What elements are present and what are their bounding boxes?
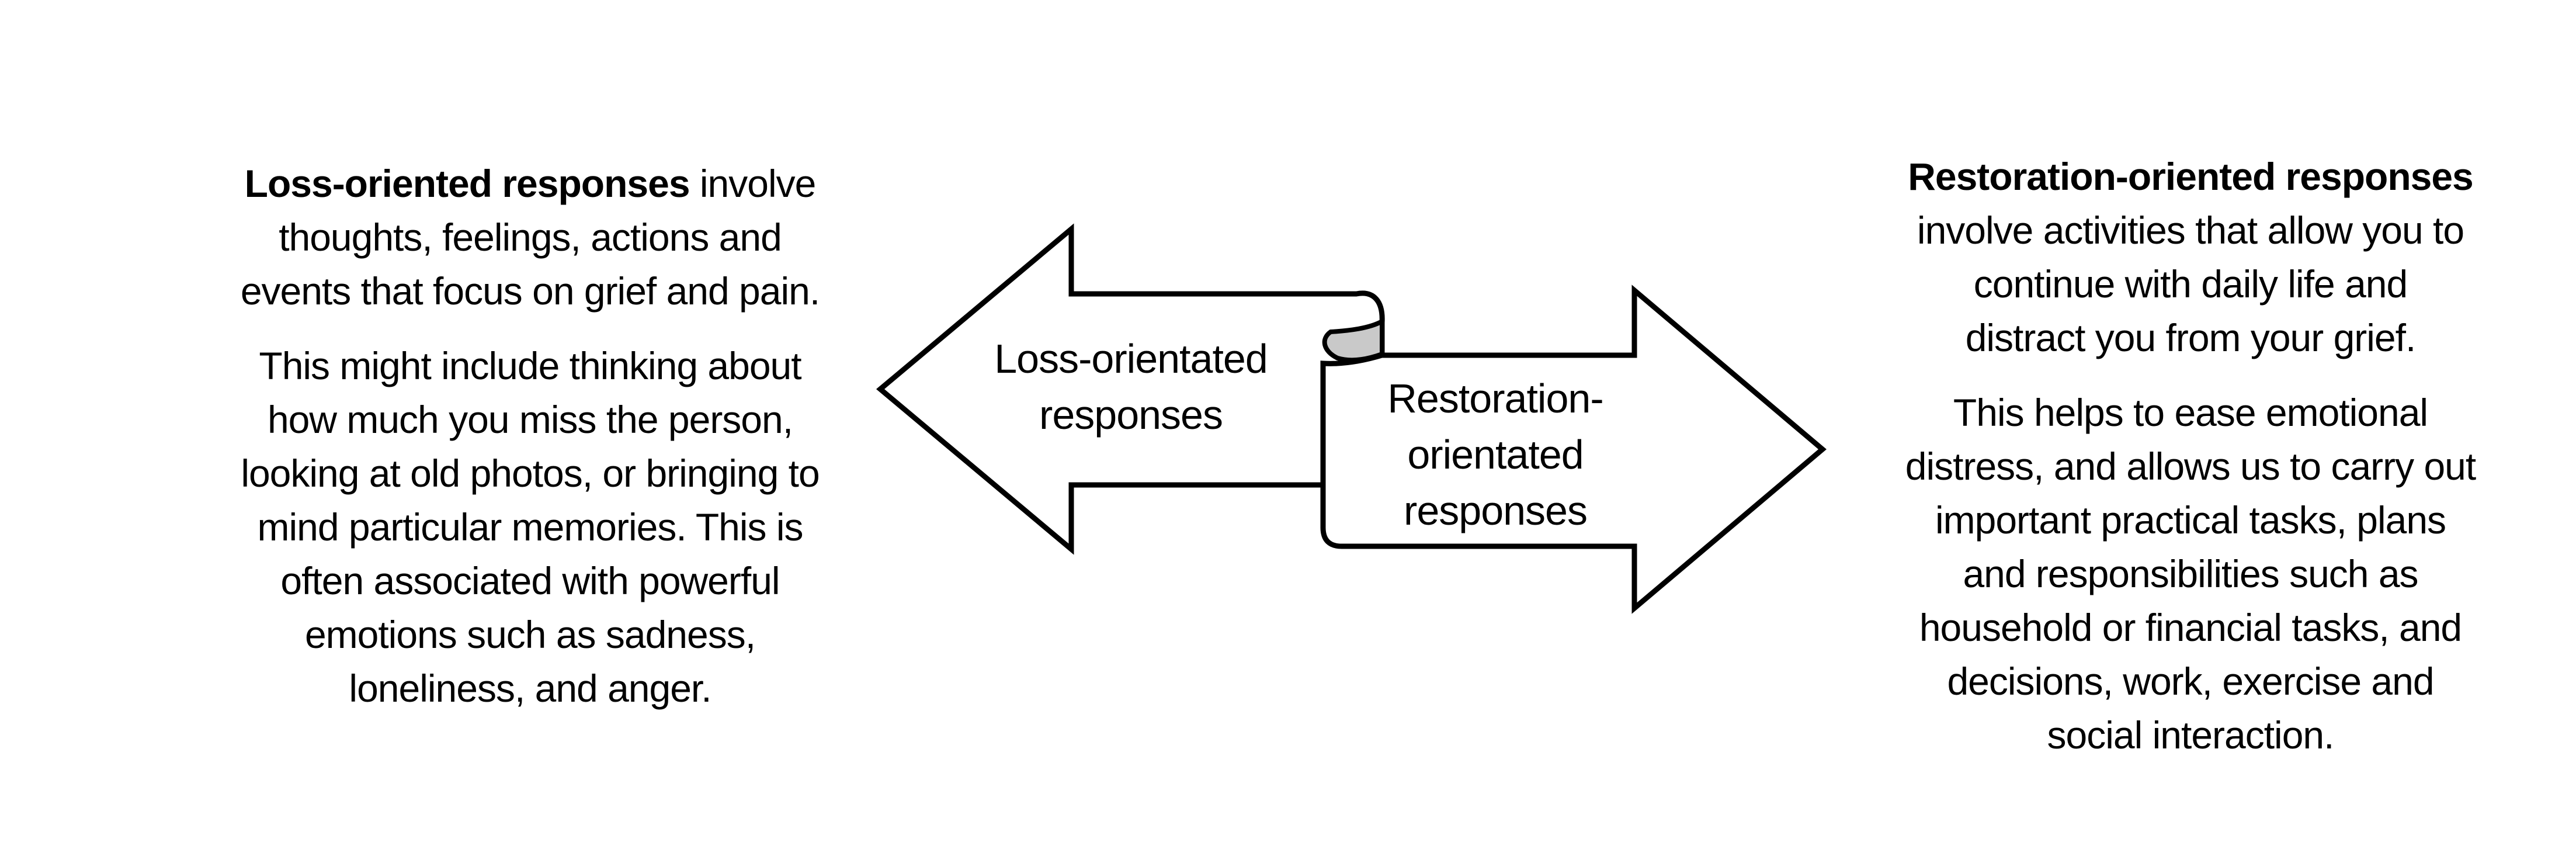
loss-description-panel: Loss-oriented responses involve thoughts…: [190, 157, 870, 715]
page-curl-pocket: [1322, 317, 1384, 363]
loss-arrow-label: Loss-orientated responses: [994, 336, 1268, 438]
restoration-paragraph-2: This helps to ease emotional distress, a…: [1905, 391, 2476, 757]
restoration-heading-bold: Restoration-oriented responses: [1908, 155, 2474, 198]
restoration-paragraph-1: Restoration-oriented responses involve a…: [1849, 150, 2532, 365]
restoration-arrow-label: Restoration- orientated responses: [1387, 376, 1603, 533]
loss-paragraph-1-rest: involve thoughts, feelings, actions and …: [240, 162, 820, 313]
loss-paragraph-2: This might include thinking about how mu…: [241, 344, 820, 710]
loss-heading-bold: Loss-oriented responses: [244, 162, 690, 205]
restoration-paragraph-1-rest: involve activities that allow you to con…: [1917, 209, 2464, 359]
restoration-description-panel: Restoration-oriented responses involve a…: [1849, 150, 2532, 762]
loss-paragraph-1: Loss-oriented responses involve thoughts…: [190, 157, 870, 318]
